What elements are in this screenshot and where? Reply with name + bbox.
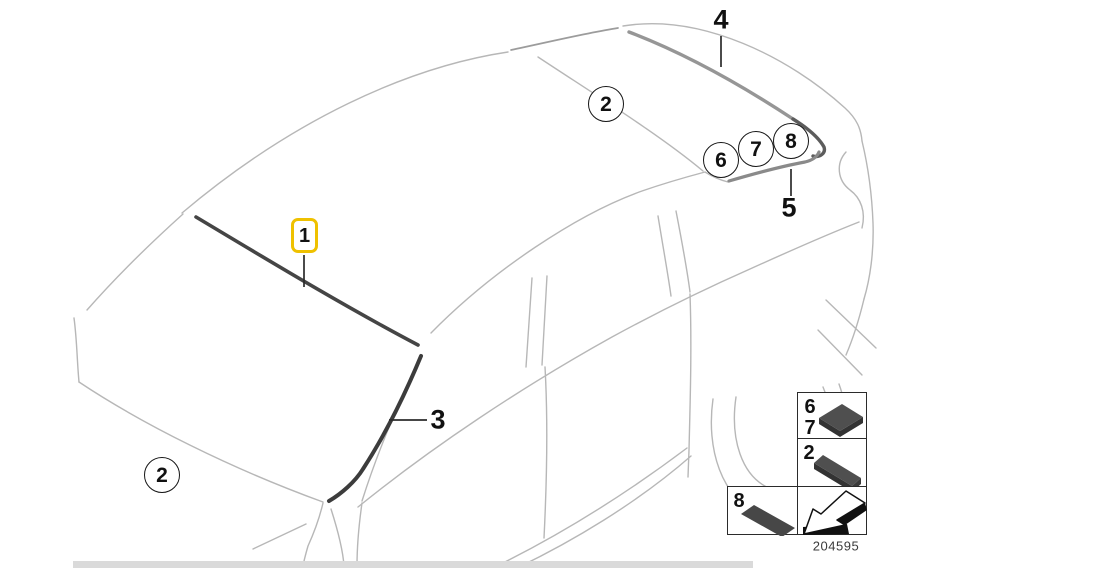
leader-lines [303, 36, 792, 421]
callout-3[interactable]: 3 [430, 404, 446, 435]
legend-box-6-7: 6 7 [797, 392, 867, 439]
callout-1-label: 1 [298, 224, 311, 247]
gasket-strip-icon [741, 505, 795, 536]
legend-box-8: 8 [727, 486, 798, 536]
callout-2-windshield[interactable]: 2 [144, 457, 180, 493]
gasket-bar-icon [814, 455, 861, 488]
callout-3-label: 3 [430, 404, 446, 435]
callout-8[interactable]: 8 [773, 123, 809, 159]
callout-2-roof[interactable]: 2 [588, 86, 624, 122]
rear-window-moulding-end-part4 [791, 117, 827, 159]
callout-8-label: 8 [785, 129, 797, 153]
diagram-part-number: 204595 [812, 538, 860, 554]
callout-6-label: 6 [715, 148, 727, 172]
windscreen-upper-moulding-part1 [194, 215, 420, 347]
callout-4-label: 4 [713, 4, 729, 35]
legend-label-6: 6 [804, 396, 816, 418]
legend-label-8: 8 [733, 490, 745, 512]
removal-direction-arrow-icon [803, 490, 867, 535]
gasket-pad-icon [819, 404, 863, 437]
callout-2-label: 2 [600, 92, 612, 116]
callout-1-highlighted[interactable]: 1 [291, 218, 318, 253]
legend-label-2: 2 [803, 442, 815, 464]
callout-5[interactable]: 5 [781, 192, 797, 223]
horizontal-scrollbar-track[interactable] [73, 561, 753, 568]
rear-window-upper-moulding-part4 [627, 30, 795, 121]
callout-7[interactable]: 7 [738, 131, 774, 167]
callout-6[interactable]: 6 [703, 142, 739, 178]
a-pillar-moulding-part3 [327, 354, 423, 503]
quarter-window-lower-moulding-part5 [727, 150, 821, 183]
callout-4[interactable]: 4 [713, 4, 729, 35]
callout-2-label: 2 [156, 463, 168, 487]
legend-label-7: 7 [804, 417, 816, 439]
legend-box-2: 2 [797, 438, 867, 488]
callout-5-label: 5 [781, 192, 797, 223]
callout-7-label: 7 [750, 137, 762, 161]
legend-box-arrow [797, 486, 867, 535]
